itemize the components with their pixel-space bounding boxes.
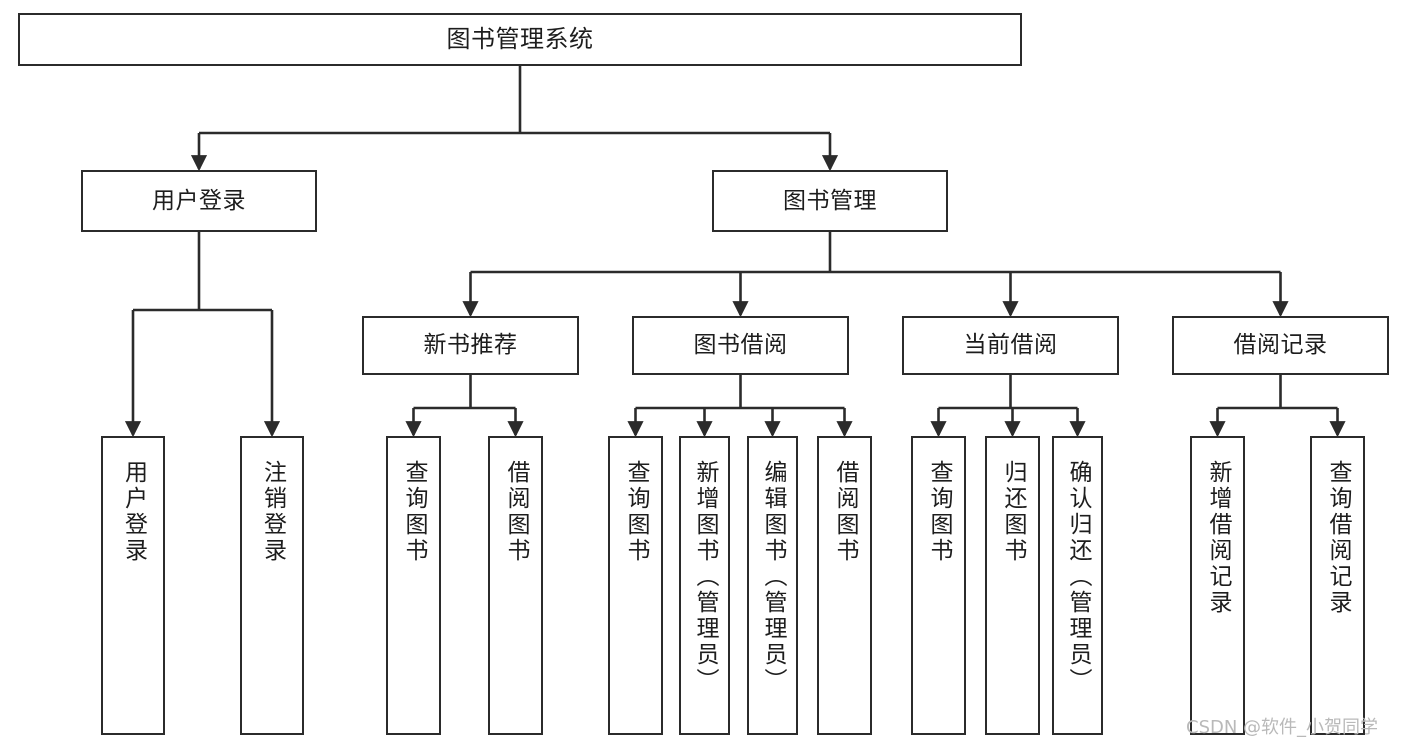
node-leaf-return-book[interactable]: 归还图书 (985, 436, 1040, 735)
node-current-borrow[interactable]: 当前借阅 (902, 316, 1119, 375)
node-borrow-record[interactable]: 借阅记录 (1172, 316, 1389, 375)
node-user-login[interactable]: 用户登录 (81, 170, 317, 232)
node-leaf-confirm-return-label: 确认归还（管理员） (1065, 460, 1091, 694)
node-leaf-return-book-label: 归还图书 (1000, 460, 1026, 564)
node-book-borrow[interactable]: 图书借阅 (632, 316, 849, 375)
node-leaf-query-book-3-label: 查询图书 (926, 460, 952, 564)
watermark-text: CSDN @软件_小贺同学 (1186, 717, 1379, 738)
node-leaf-borrow-book-2[interactable]: 借阅图书 (817, 436, 872, 735)
node-borrow-record-label: 借阅记录 (1233, 332, 1328, 359)
node-leaf-edit-book[interactable]: 编辑图书（管理员） (747, 436, 798, 735)
node-leaf-borrow-book-2-label: 借阅图书 (832, 460, 858, 564)
node-leaf-query-record-label: 查询借阅记录 (1325, 460, 1351, 616)
node-root-label: 图书管理系统 (446, 24, 594, 53)
node-leaf-user-login[interactable]: 用户登录 (101, 436, 165, 735)
node-current-borrow-label: 当前借阅 (963, 332, 1058, 359)
node-leaf-add-record[interactable]: 新增借阅记录 (1190, 436, 1245, 735)
node-leaf-confirm-return[interactable]: 确认归还（管理员） (1052, 436, 1103, 735)
node-new-book-recommend-label: 新书推荐 (423, 332, 518, 359)
node-leaf-edit-book-label: 编辑图书（管理员） (760, 460, 786, 694)
node-book-manage[interactable]: 图书管理 (712, 170, 948, 232)
node-leaf-add-book[interactable]: 新增图书（管理员） (679, 436, 730, 735)
node-book-borrow-label: 图书借阅 (693, 332, 788, 359)
node-new-book-recommend[interactable]: 新书推荐 (362, 316, 579, 375)
node-leaf-add-record-label: 新增借阅记录 (1205, 460, 1231, 616)
node-book-manage-label: 图书管理 (783, 187, 877, 214)
node-leaf-query-book-1-label: 查询图书 (401, 460, 427, 564)
node-leaf-query-record[interactable]: 查询借阅记录 (1310, 436, 1365, 735)
node-leaf-query-book-2-label: 查询图书 (623, 460, 649, 564)
node-leaf-add-book-label: 新增图书（管理员） (692, 460, 718, 694)
node-leaf-query-book-2[interactable]: 查询图书 (608, 436, 663, 735)
node-leaf-user-login-label: 用户登录 (120, 460, 147, 564)
node-leaf-borrow-book-1[interactable]: 借阅图书 (488, 436, 543, 735)
node-leaf-user-logout[interactable]: 注销登录 (240, 436, 304, 735)
node-leaf-query-book-1[interactable]: 查询图书 (386, 436, 441, 735)
node-leaf-user-logout-label: 注销登录 (259, 460, 286, 564)
node-user-login-label: 用户登录 (152, 187, 246, 214)
node-leaf-query-book-3[interactable]: 查询图书 (911, 436, 966, 735)
node-leaf-borrow-book-1-label: 借阅图书 (503, 460, 529, 564)
node-root[interactable]: 图书管理系统 (18, 13, 1022, 66)
